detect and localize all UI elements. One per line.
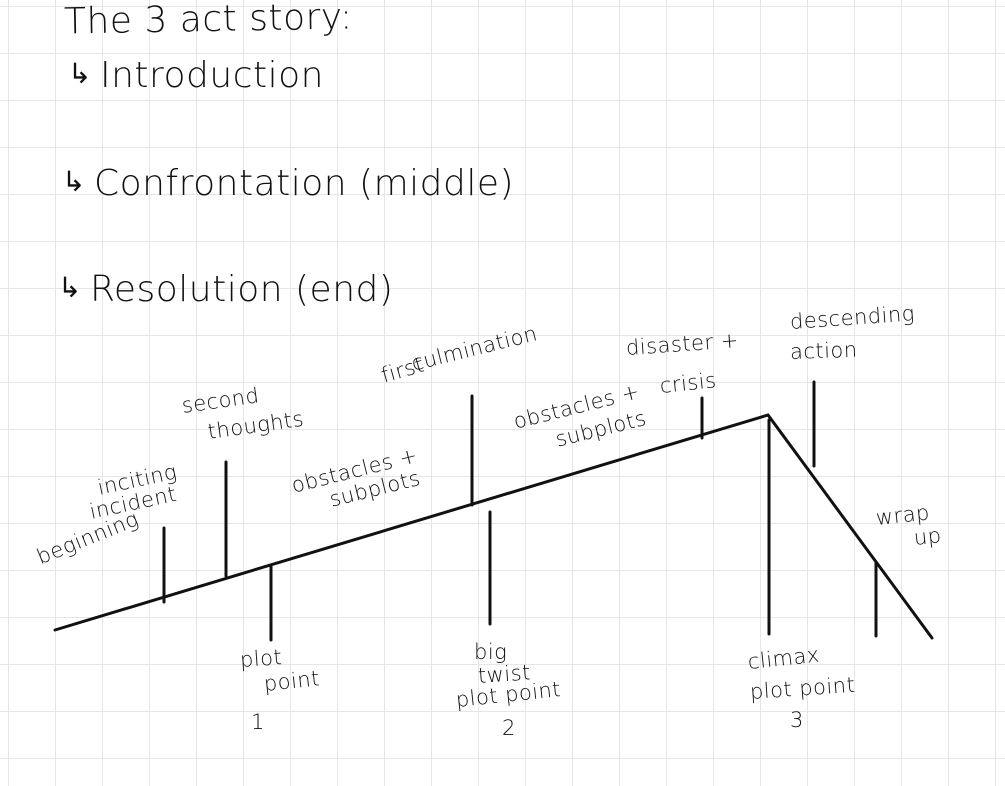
arrow-icon: ↳ [58, 271, 82, 304]
act-confrontation: ↳Confrontation (middle) [62, 166, 514, 202]
label-plot-point-2-number: 2 [502, 716, 516, 740]
act-introduction: ↳Introduction [68, 58, 324, 94]
label-action: action [789, 337, 859, 364]
label-plot-point-3-number: 3 [790, 708, 804, 732]
act-label: Introduction [99, 55, 324, 96]
arrow-icon: ↳ [62, 165, 86, 198]
arrow-icon: ↳ [68, 57, 92, 90]
label-up: up [912, 523, 943, 550]
label-plot-point-1-plot: plot [239, 645, 283, 672]
label-plot-point-1-point: point [262, 666, 321, 696]
label-crisis: crisis [658, 368, 718, 398]
act-resolution: ↳Resolution (end) [58, 272, 393, 308]
label-plot-point-1-number: 1 [251, 710, 265, 734]
act-label: Resolution (end) [89, 269, 394, 310]
act-label: Confrontation (middle) [93, 163, 515, 204]
label-big: big [474, 640, 508, 664]
story-arc-line [53, 413, 934, 640]
